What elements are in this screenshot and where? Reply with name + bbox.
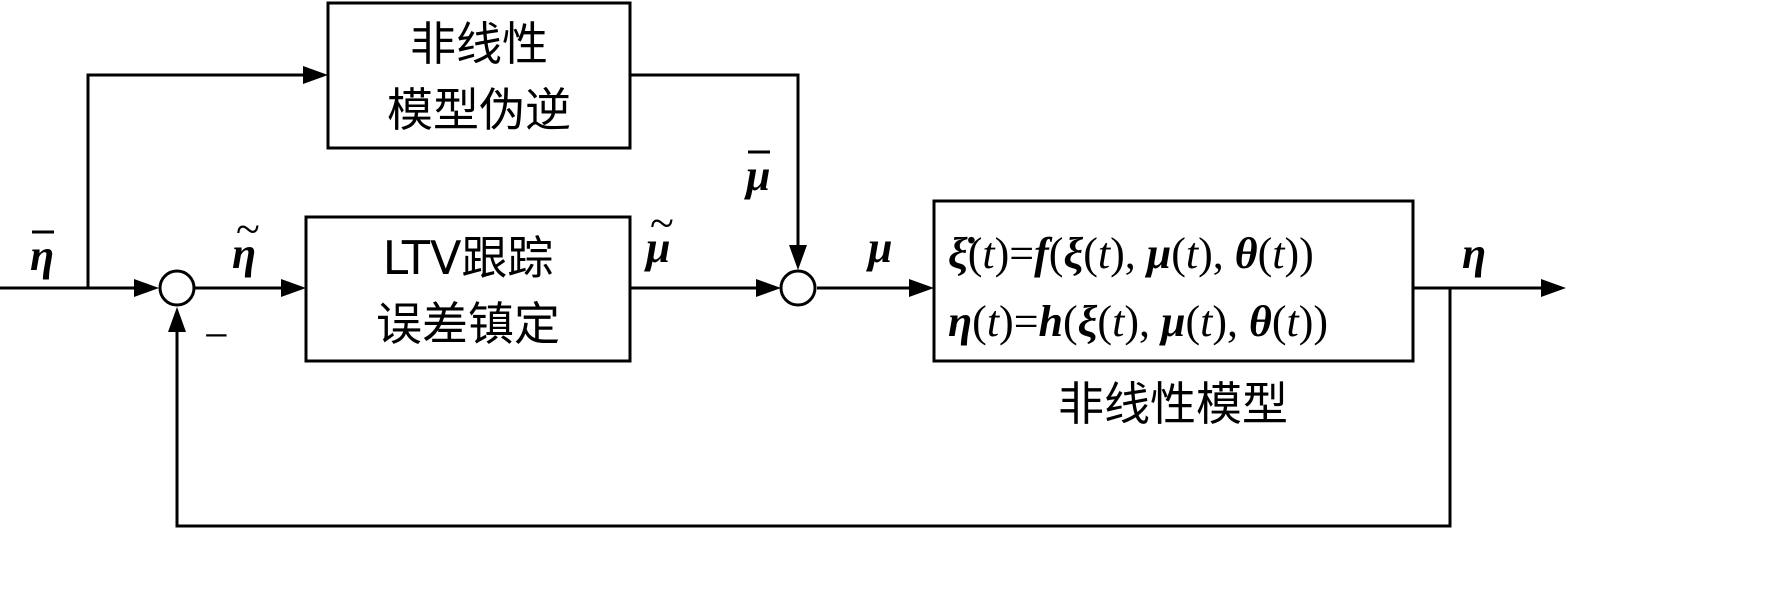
tracking-error-tilde: ~: [236, 205, 260, 254]
reference-signal-label: η: [30, 230, 54, 280]
svg-text:μ: μ: [644, 223, 670, 272]
plant-caption: 非线性模型: [1058, 377, 1288, 431]
svg-text:μ: μ: [744, 151, 770, 200]
arrowhead-sum2-top: [789, 245, 807, 270]
ltv-controller-block: [304, 215, 632, 363]
plant-block: [932, 199, 1415, 363]
feedforward-signal-label: μ: [744, 150, 770, 200]
arrowhead-ltv: [281, 279, 306, 297]
output-signal-label: η: [1462, 229, 1486, 278]
summing-junction-control: [779, 269, 817, 307]
arrowhead-sum1: [134, 279, 159, 297]
ltv-controller-label-line1: LTV跟踪: [383, 231, 554, 285]
arrowhead-output: [1541, 279, 1566, 297]
pseudo-inverse-label-line1: 非线性: [410, 17, 548, 71]
arrowhead-feedback: [168, 307, 186, 332]
ltv-controller-label-line2: 误差镇定: [376, 297, 560, 351]
plant-state-equation: ξ̇(t)=f(ξ(t), μ(t), θ(t)): [948, 229, 1314, 278]
feedforward-branch-line: [86, 73, 318, 288]
summing-junction-error: [158, 269, 196, 307]
arrowhead-sum2-left: [756, 279, 781, 297]
feedforward-output-line: [630, 73, 800, 262]
correction-signal-label: ~ μ: [644, 199, 674, 272]
pseudo-inverse-block: [326, 1, 632, 150]
svg-text:η: η: [232, 229, 256, 278]
svg-text:η: η: [30, 231, 54, 280]
correction-tilde: ~: [650, 199, 674, 248]
tracking-error-signal-label: ~ η: [232, 205, 260, 278]
plant-output-equation: η(t)=h(ξ(t), μ(t), θ(t)): [948, 297, 1328, 346]
feedback-line: [175, 288, 1452, 528]
control-signal-label: μ: [866, 223, 892, 272]
arrowhead-pseudo-inverse: [303, 66, 328, 84]
feedback-minus-sign: −: [204, 311, 229, 360]
arrowhead-plant: [909, 279, 934, 297]
pseudo-inverse-label-line2: 模型伪逆: [387, 83, 571, 137]
